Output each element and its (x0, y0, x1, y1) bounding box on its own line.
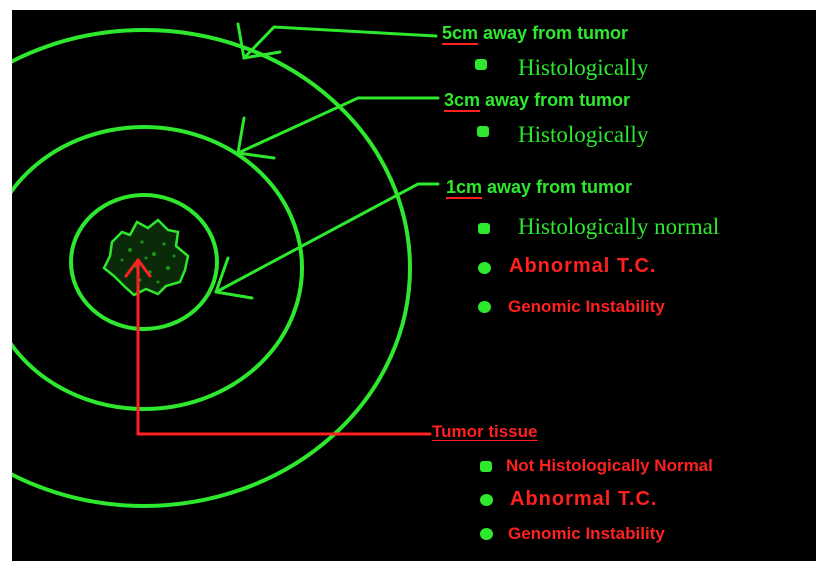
diagram-panel: 5cm away from tumor Histologically 3cm a… (12, 10, 816, 561)
distance-3cm: 3cm (444, 90, 480, 110)
bullet-dot-icon (478, 301, 491, 313)
distance-5cm-text: away from tumor (478, 23, 628, 43)
distance-3cm-text: away from tumor (480, 90, 630, 110)
label-1cm: 1cm away from tumor (446, 177, 632, 198)
distance-5cm: 5cm (442, 23, 478, 43)
not-histologically-normal: Not Histologically Normal (506, 456, 713, 476)
histo-5cm: Histologically (518, 55, 648, 81)
arrow-3cm (238, 98, 438, 158)
bullet-square-icon (478, 223, 490, 234)
label-3cm: 3cm away from tumor (444, 90, 630, 111)
arrow-5cm (238, 24, 436, 58)
abnormal-tc-1cm: Abnormal T.C. (509, 255, 656, 278)
genomic-instability-1cm: Genomic Instability (508, 297, 665, 317)
bullet-dot-icon (478, 262, 491, 274)
bullet-dot-icon (480, 494, 493, 506)
bullet-square-icon (480, 461, 492, 472)
abnormal-tc-tumor: Abnormal T.C. (510, 488, 657, 511)
label-5cm: 5cm away from tumor (442, 23, 628, 44)
tumor-tissue-label: Tumor tissue (432, 422, 537, 442)
histo-3cm: Histologically (518, 122, 648, 148)
concentric-zones-diagram (12, 10, 816, 561)
bullet-dot-icon (480, 528, 493, 540)
bullet-square-icon (475, 59, 487, 70)
histo-1cm: Histologically normal (518, 214, 719, 240)
genomic-instability-tumor: Genomic Instability (508, 524, 665, 544)
distance-1cm-text: away from tumor (482, 177, 632, 197)
arrow-1cm (216, 184, 438, 298)
bullet-square-icon (477, 126, 489, 137)
distance-1cm: 1cm (446, 177, 482, 197)
